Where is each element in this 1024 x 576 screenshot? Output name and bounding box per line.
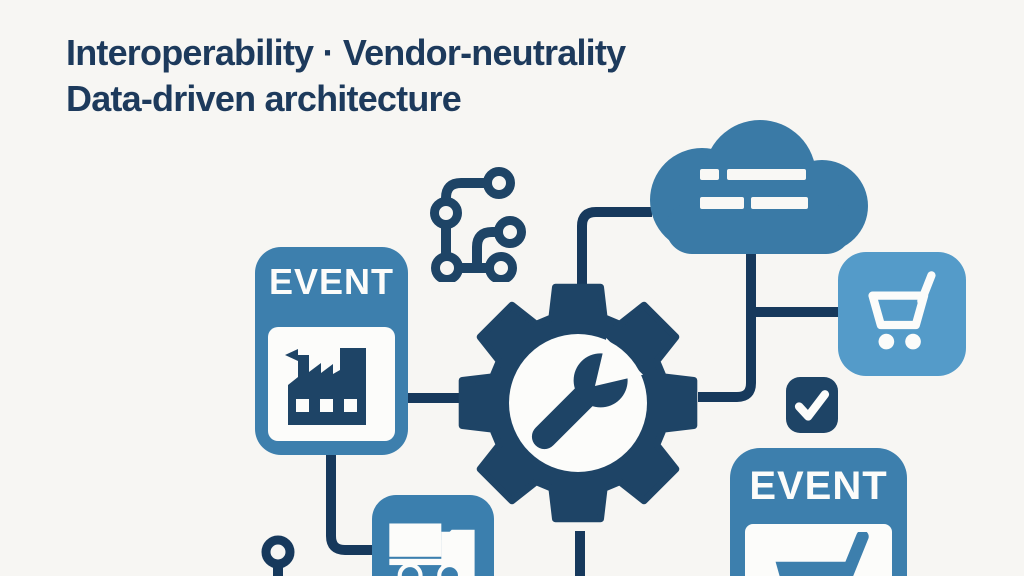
cloud-data-icon [650,120,868,254]
event-badge-cart: EVENT [730,448,907,576]
cart-tile [838,252,966,376]
cloud-text-lines [700,169,808,209]
gear-wrench-icon [458,283,698,523]
line-cloud-to-gear-top [577,207,652,285]
git-branch-icon [430,167,526,282]
cart-silhouette-icon [775,532,869,576]
title-line-2: Data-driven architecture [66,78,462,119]
line-cloud-to-gear-right [698,246,756,402]
title: Interoperability · Vendor-neutrality Dat… [66,30,626,122]
shopping-cart-icon [868,271,936,350]
event-label: EVENT [268,261,395,302]
event-factory-panel [268,327,395,441]
wrench-icon [531,337,644,450]
branch-node-icon [261,535,295,569]
truck-document-icon [389,523,475,576]
checkmark-icon [794,390,830,421]
check-badge [786,377,838,433]
title-line-1: Interoperability · Vendor-neutrality [66,32,626,73]
event-cart-panel [745,524,892,576]
line-event-to-truck [326,453,374,555]
truck-tile [372,495,494,576]
factory-icon [284,348,366,425]
event-badge-factory: EVENT [255,247,408,455]
event-label: EVENT [749,464,888,508]
